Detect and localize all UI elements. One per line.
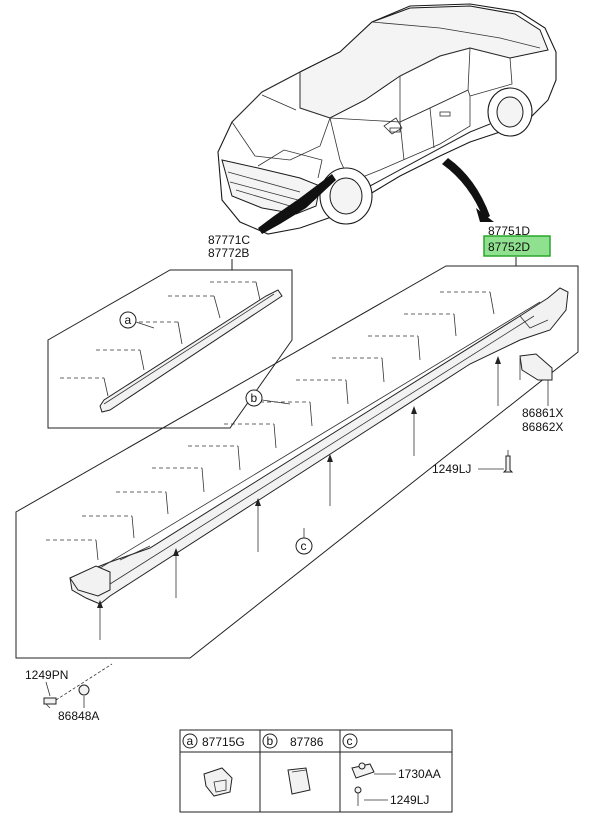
label-bracket: 86861X 86862X <box>522 380 563 434</box>
legend-c-part-top: 1730AA <box>398 767 441 781</box>
label-screw-right: 1249LJ <box>432 450 514 476</box>
sill-detail: b c <box>15 265 579 659</box>
molding-detail: a <box>47 269 293 429</box>
label-86861X: 86861X <box>522 406 563 420</box>
label-86862X: 86862X <box>522 420 563 434</box>
legend-a-part: 87715G <box>202 735 245 749</box>
label-86848A: 86848A <box>58 709 99 723</box>
pointer-arrows <box>258 158 494 234</box>
label-1249LJ: 1249LJ <box>432 462 471 476</box>
legend-table: a 87715G b 87786 c 1730AA 1249LJ <box>179 729 453 813</box>
legend-b-letter: b <box>267 734 274 748</box>
callout-b-circle <box>245 389 263 407</box>
callout-a-circle <box>119 311 137 329</box>
callout-b: b <box>251 391 258 405</box>
car-illustration <box>217 3 557 235</box>
label-87772B: 87772B <box>208 246 249 260</box>
legend-c-letter: c <box>347 734 353 748</box>
label-clip-left: 86848A <box>58 684 99 723</box>
label-87771C: 87771C <box>208 233 250 247</box>
label-1249PN: 1249PN <box>25 668 68 682</box>
screw-1249LJ-icon <box>354 786 362 806</box>
callout-a: a <box>125 313 132 327</box>
label-molding: 87771C 87772B <box>208 233 250 270</box>
clip-87786-icon <box>287 767 311 795</box>
clip-87715G-icon <box>203 767 233 797</box>
label-screw-left: 1249PN <box>25 663 113 709</box>
label-main-part: 87751D 87752D <box>483 224 551 266</box>
label-87751D: 87751D <box>488 224 530 238</box>
legend-c-part-bottom: 1249LJ <box>390 793 429 807</box>
legend-b-part: 87786 <box>290 735 324 749</box>
label-87752D[interactable]: 87752D <box>488 240 530 254</box>
highlight-box[interactable] <box>483 235 551 257</box>
clip-1730AA-icon <box>351 762 375 779</box>
callout-c: c <box>301 539 307 553</box>
legend-a-letter: a <box>187 734 194 748</box>
